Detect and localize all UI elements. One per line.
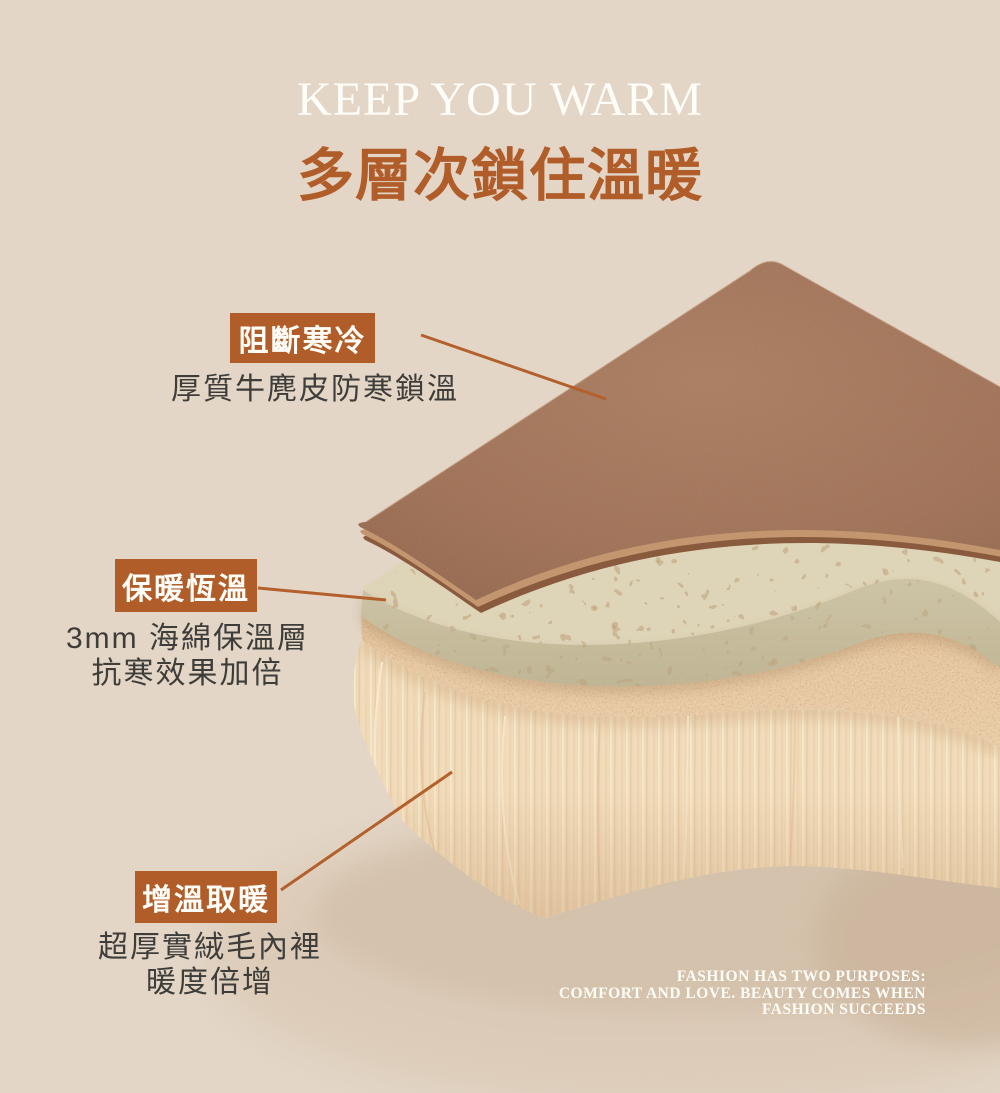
title-english: KEEP YOU WARM bbox=[297, 73, 703, 126]
desc-line: 3mm 海綿保溫層 bbox=[66, 622, 309, 655]
callout-label-block-cold: 阻斷寒冷 bbox=[230, 313, 375, 363]
desc-line: 暖度倍增 bbox=[146, 966, 274, 999]
desc-line: 厚質牛麂皮防寒鎖溫 bbox=[171, 373, 459, 406]
quote-line: FASHION SUCCEEDS bbox=[761, 1001, 926, 1018]
quote-line: FASHION HAS TWO PURPOSES: bbox=[676, 968, 926, 985]
title-chinese: 多層次鎖住溫暖 bbox=[297, 144, 703, 208]
callout-label-heat-up: 增溫取暖 bbox=[135, 871, 277, 923]
desc-line: 超厚實絨毛內裡 bbox=[98, 931, 322, 964]
callout-desc-heat-up: 超厚實絨毛內裡 暖度倍增 bbox=[75, 930, 345, 1000]
callout-label-text: 保暖恆溫 bbox=[122, 572, 250, 606]
desc-line: 抗寒效果加倍 bbox=[91, 657, 284, 690]
callout-label-text: 增溫取暖 bbox=[142, 884, 270, 917]
callout-line-heat-up bbox=[280, 770, 453, 892]
callout-label-text: 阻斷寒冷 bbox=[238, 325, 367, 358]
callout-line-block-cold bbox=[420, 333, 607, 401]
callout-line-keep-warm bbox=[257, 586, 387, 602]
suede-outer-layer bbox=[358, 260, 1000, 613]
callout-desc-block-cold: 厚質牛麂皮防寒鎖溫 bbox=[150, 372, 480, 407]
fashion-quote: FASHION HAS TWO PURPOSES: COMFORT AND LO… bbox=[506, 968, 926, 1019]
callout-desc-keep-warm: 3mm 海綿保溫層 抗寒效果加倍 bbox=[45, 621, 330, 691]
quote-line: COMFORT AND LOVE. BEAUTY COMES WHEN bbox=[558, 984, 926, 1002]
callout-label-keep-warm: 保暖恆溫 bbox=[115, 559, 257, 612]
